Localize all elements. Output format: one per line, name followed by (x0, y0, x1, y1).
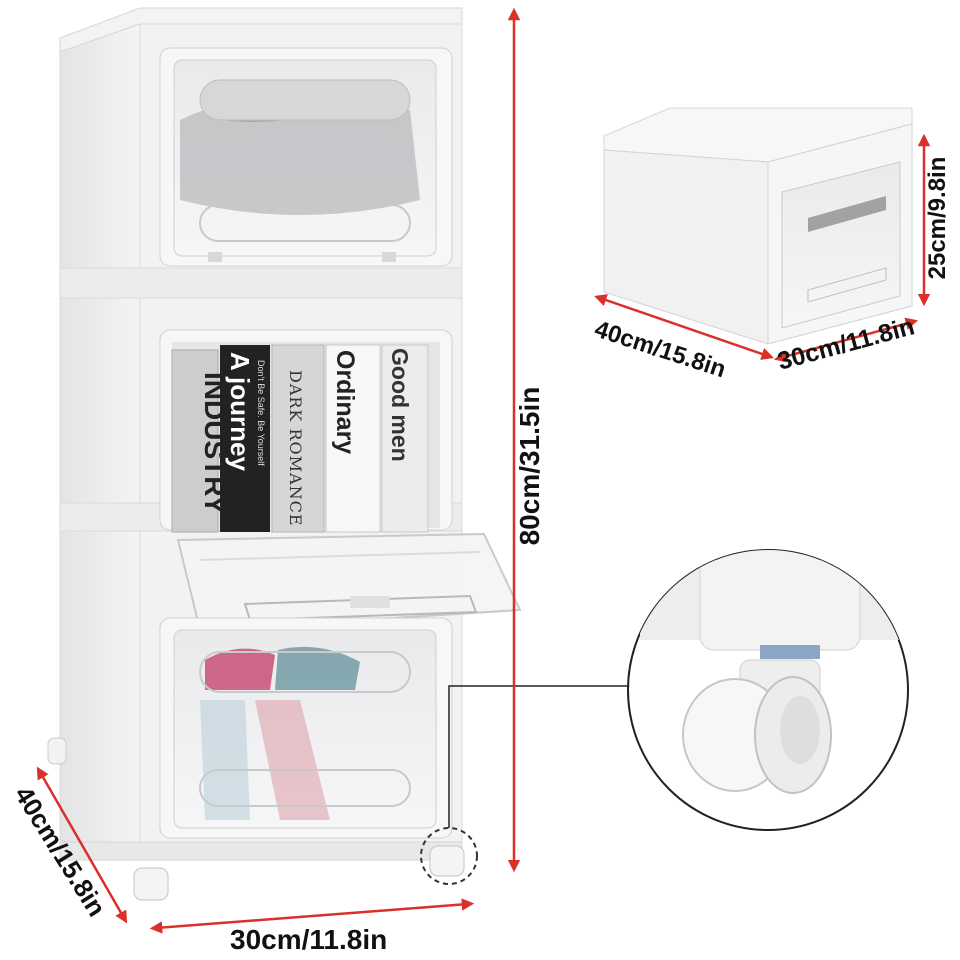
caster-wheels (47, 737, 465, 901)
drawer-width-line (773, 317, 919, 363)
tower-width-line (149, 898, 475, 934)
top-drawer (159, 47, 453, 267)
bottom-drawer (159, 617, 453, 839)
single-drawer-unit (603, 107, 913, 345)
book-title-2: A journey (225, 352, 255, 471)
tower-depth-line (36, 766, 128, 924)
wheel-closeup (627, 549, 909, 831)
open-drawer-door (176, 532, 522, 632)
book-title-5: Good men (387, 348, 413, 462)
wheel-highlight-circle (420, 827, 478, 885)
middle-drawer: INDUSTRY A journey Don't Be Safe. Be You… (159, 329, 453, 533)
book-title-3: DARK ROMANCE (286, 370, 305, 527)
drawer-depth-line (594, 294, 774, 360)
tower-width-label: 30cm/11.8in (230, 924, 388, 955)
callout-line (448, 685, 628, 828)
drawer-height-label: 25cm/9.8in (924, 156, 951, 280)
book-subtitle-2: Don't Be Safe. Be Yourself (256, 360, 266, 466)
book-title-1: INDUSTRY (199, 372, 230, 514)
dimension-lines (36, 7, 931, 934)
tower-height-label: 80cm/31.5in (514, 386, 545, 546)
book-title-4: Ordinary (331, 350, 359, 454)
storage-tower: INDUSTRY A journey Don't Be Safe. Be You… (47, 7, 628, 901)
